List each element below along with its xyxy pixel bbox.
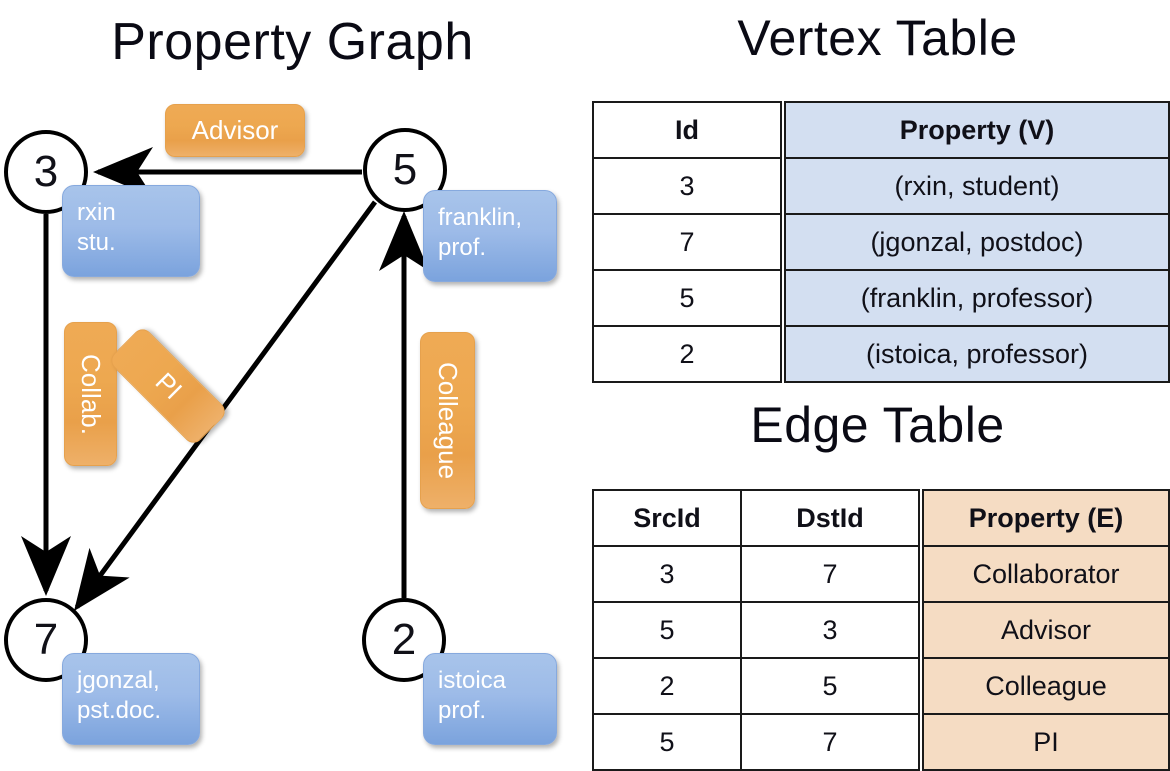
cell-dstid: 7: [740, 545, 920, 603]
table-row: (rxin, student): [784, 157, 1170, 215]
edge-label-advisor: Advisor: [165, 104, 305, 157]
vertex-property-box-franklin: franklin, prof.: [423, 190, 557, 282]
table-row: 5 3: [592, 601, 920, 659]
cell-property: (franklin, professor): [784, 269, 1170, 327]
vertex-node-2[interactable]: 2: [362, 598, 446, 682]
edge-label-text: Advisor: [191, 115, 279, 145]
property-graph-panel: Property Graph 3 5 7 2 rxin stu. frankli…: [0, 0, 585, 760]
vertex-node-5[interactable]: 5: [363, 128, 447, 212]
cell-property: (jgonzal, postdoc): [784, 213, 1170, 271]
cell-property: Collaborator: [922, 545, 1170, 603]
cell-dstid: 7: [740, 713, 920, 771]
table-row: Advisor: [922, 601, 1170, 659]
table-row: 5: [592, 269, 782, 327]
column-header-id: Id: [592, 101, 782, 159]
column-header-dstid: DstId: [740, 489, 920, 547]
page-title-edge-table: Edge Table: [750, 397, 1005, 453]
vertex-id-label: 7: [33, 615, 59, 664]
cell-id: 7: [592, 213, 782, 271]
column-header-property-e: Property (E): [922, 489, 1170, 547]
edge-table-property-column: Property (E) Collaborator Advisor Collea…: [922, 489, 1170, 771]
cell-dstid: 5: [740, 657, 920, 715]
table-row: (jgonzal, postdoc): [784, 213, 1170, 271]
column-header-property-v: Property (V): [784, 101, 1170, 159]
graph-edges-layer: [21, 147, 429, 612]
vertex-id-label: 3: [33, 147, 59, 196]
column-header-srcid: SrcId: [592, 489, 742, 547]
vertex-property-box-istoica: istoica prof.: [423, 653, 557, 745]
table-row: PI: [922, 713, 1170, 771]
cell-srcid: 5: [592, 601, 742, 659]
table-row: 5 7: [592, 713, 920, 771]
cell-property: (rxin, student): [784, 157, 1170, 215]
table-row: Colleague: [922, 657, 1170, 715]
table-row: 2 5: [592, 657, 920, 715]
vertex-property-box-rxin: rxin stu.: [62, 185, 200, 277]
cell-srcid: 3: [592, 545, 742, 603]
edge-5-to-7: [74, 200, 378, 612]
edge-label-text: Collab.: [76, 353, 106, 435]
table-row: 3: [592, 157, 782, 215]
table-row: 7: [592, 213, 782, 271]
table-row: Property (E): [922, 489, 1170, 547]
edge-label-collab: Collab.: [64, 322, 117, 466]
edge-label-colleague: Colleague: [420, 332, 475, 509]
cell-property: Advisor: [922, 601, 1170, 659]
vertex-id-label: 2: [391, 615, 417, 664]
table-row: 3 7: [592, 545, 920, 603]
table-row: (franklin, professor): [784, 269, 1170, 327]
cell-property: PI: [922, 713, 1170, 771]
cell-srcid: 5: [592, 713, 742, 771]
cell-id: 5: [592, 269, 782, 327]
edge-table-id-columns: SrcId DstId 3 7 5 3 2 5 5 7: [592, 489, 920, 771]
cell-dstid: 3: [740, 601, 920, 659]
edge-label-text: PI: [149, 366, 188, 405]
cell-property: Colleague: [922, 657, 1170, 715]
table-row: Property (V): [784, 101, 1170, 159]
table-row: Id: [592, 101, 782, 159]
cell-srcid: 2: [592, 657, 742, 715]
cell-property: (istoica, professor): [784, 325, 1170, 383]
vertex-table-property-column: Property (V) (rxin, student) (jgonzal, p…: [784, 101, 1170, 383]
vertex-id-label: 5: [392, 145, 418, 194]
table-row: (istoica, professor): [784, 325, 1170, 383]
table-row: Collaborator: [922, 545, 1170, 603]
cell-id: 2: [592, 325, 782, 383]
page-title-property-graph: Property Graph: [111, 13, 474, 71]
page-title-vertex-table: Vertex Table: [737, 10, 1018, 66]
vertex-property-box-jgonzal: jgonzal, pst.doc.: [62, 653, 200, 745]
table-row: 2: [592, 325, 782, 383]
vertex-table-id-column: Id 3 7 5 2: [592, 101, 782, 383]
table-row: SrcId DstId: [592, 489, 920, 547]
cell-id: 3: [592, 157, 782, 215]
edge-label-text: Colleague: [433, 361, 463, 480]
